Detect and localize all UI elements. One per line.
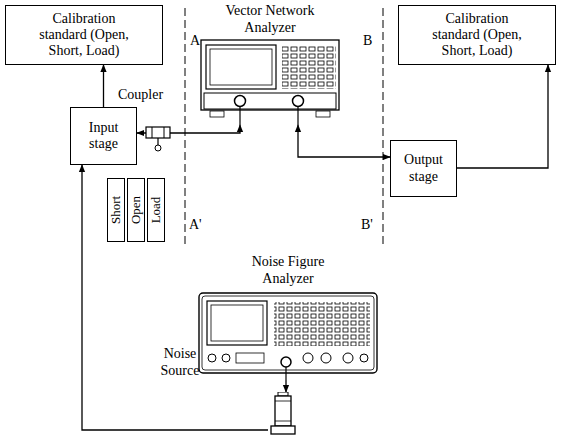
standard-box: Load <box>147 178 165 242</box>
vna-illustration <box>200 39 340 125</box>
plane-label: A' <box>189 218 202 232</box>
signal-connector <box>457 65 548 168</box>
standard-box: Open <box>127 178 145 242</box>
box-label: Input stage <box>75 120 132 152</box>
standard-label: Load <box>149 197 164 224</box>
plane-label: A <box>190 34 200 48</box>
part-label: Coupler <box>118 88 163 102</box>
box-label: Calibration standard (Open, Short, Load) <box>421 11 533 59</box>
standard-box: Short <box>107 178 125 242</box>
box-label: Calibration standard (Open, Short, Load) <box>28 11 140 59</box>
standard-label: Short <box>109 196 124 224</box>
instrument-label: Vector Network Analyzer <box>215 3 325 37</box>
calibration-box: Calibration standard (Open, Short, Load) <box>5 5 163 65</box>
coupler-symbol <box>146 127 170 151</box>
signal-connector <box>103 65 104 107</box>
signal-connector <box>298 125 390 157</box>
nfa-instrument: Noise Figure Analyzer <box>195 250 381 380</box>
stage-box: Input stage <box>70 107 137 165</box>
nfa-illustration <box>198 292 378 380</box>
reference-plane <box>383 8 384 245</box>
vna-instrument: Vector Network Analyzer <box>195 3 345 125</box>
plane-label: B <box>363 34 372 48</box>
box-label: Output stage <box>395 152 452 184</box>
instrument-label: Noise Figure Analyzer <box>233 254 343 288</box>
standard-label: Open <box>129 196 144 224</box>
noise-source-illustration <box>268 392 298 436</box>
noise-source: Noise Source <box>150 342 302 438</box>
stage-box: Output stage <box>390 140 457 197</box>
reference-plane <box>185 8 186 245</box>
instrument-label: Noise Source <box>150 346 210 380</box>
signal-connector <box>285 380 286 392</box>
calibration-box: Calibration standard (Open, Short, Load) <box>398 5 556 65</box>
plane-label: B' <box>361 218 373 232</box>
